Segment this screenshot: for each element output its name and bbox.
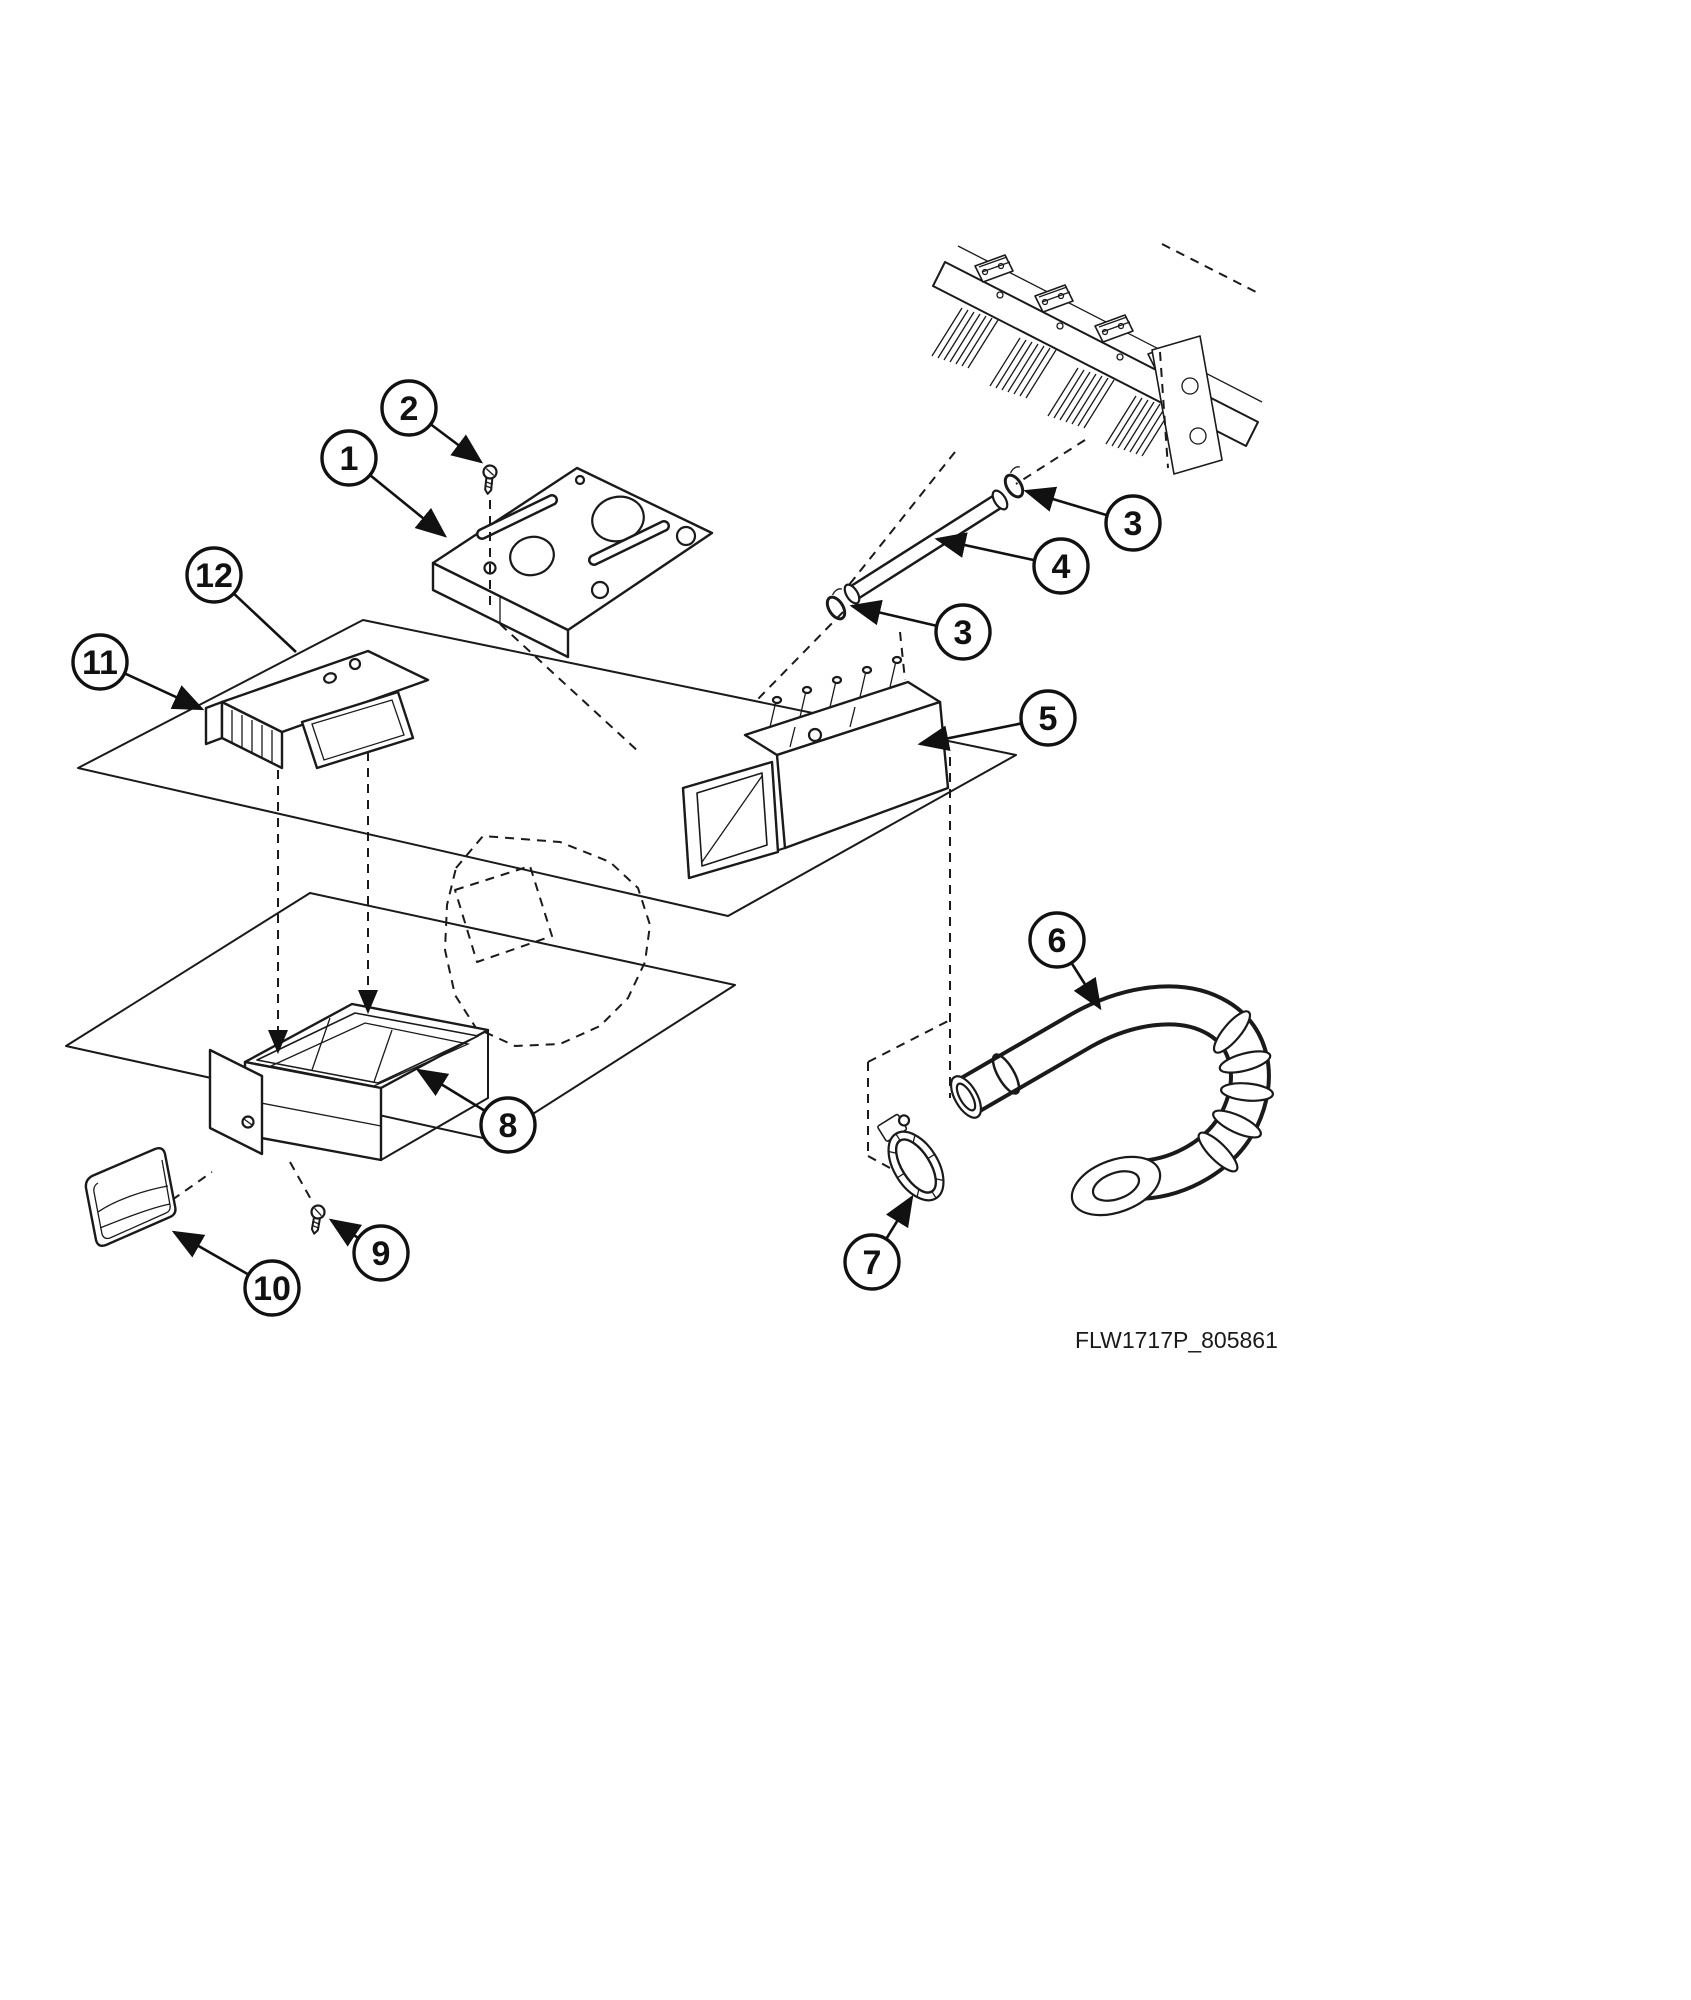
part-2-screw xyxy=(480,463,641,754)
part-5-dispenser-inlet xyxy=(681,655,950,880)
callout-10-number: 10 xyxy=(253,1270,291,1308)
part-8-dispenser-housing xyxy=(208,1002,490,1162)
callout-3-upper-number: 3 xyxy=(1124,505,1143,543)
callout-12-number: 12 xyxy=(195,557,233,595)
callout-11-number: 11 xyxy=(82,644,118,682)
callouts: 1 2 3 4 3 5 6 xyxy=(71,379,1162,1317)
part-3-clamp-upper xyxy=(1003,466,1025,499)
callout-11: 11 xyxy=(71,633,205,711)
callout-1: 1 xyxy=(320,429,448,538)
part-1-mounting-plate xyxy=(431,466,714,659)
callout-8-number: 8 xyxy=(499,1107,518,1145)
part-3-clamp-lower xyxy=(825,588,847,621)
callout-1-number: 1 xyxy=(340,440,359,478)
part-4-hose xyxy=(843,489,1009,605)
callout-4-number: 4 xyxy=(1052,548,1071,586)
part-12-panel-upper xyxy=(77,619,1017,917)
callout-8: 8 xyxy=(415,1068,537,1154)
callout-5: 5 xyxy=(917,689,1077,752)
callout-7: 7 xyxy=(843,1194,914,1291)
figure-code: FLW1717P_805861 xyxy=(1075,1327,1278,1353)
control-panel-assembly xyxy=(931,243,1263,475)
callout-6-number: 6 xyxy=(1048,922,1067,960)
callout-10: 10 xyxy=(171,1230,301,1317)
callout-12: 12 xyxy=(185,546,297,653)
callout-3-lower: 3 xyxy=(849,599,992,661)
callout-9-number: 9 xyxy=(372,1235,391,1273)
callout-4: 4 xyxy=(934,532,1090,595)
callout-2: 2 xyxy=(380,379,484,464)
part-6-drain-hose xyxy=(949,984,1275,1217)
construction-lines xyxy=(756,439,1086,1181)
callout-5-number: 5 xyxy=(1039,700,1058,738)
callout-3-lower-number: 3 xyxy=(954,614,973,652)
callout-2-number: 2 xyxy=(400,390,419,428)
callout-7-number: 7 xyxy=(863,1244,882,1282)
part-11-dispenser-top xyxy=(204,649,430,770)
part-7-hose-clamp xyxy=(877,1113,945,1202)
part-10-drawer-handle xyxy=(84,1146,177,1248)
callout-3-upper: 3 xyxy=(1023,486,1162,552)
callout-9: 9 xyxy=(328,1218,410,1282)
alignment-arrows xyxy=(171,752,378,1204)
callout-6: 6 xyxy=(1028,911,1102,1011)
cabinet-outline-dashed xyxy=(444,835,651,1047)
part-9-screw xyxy=(306,1203,327,1236)
